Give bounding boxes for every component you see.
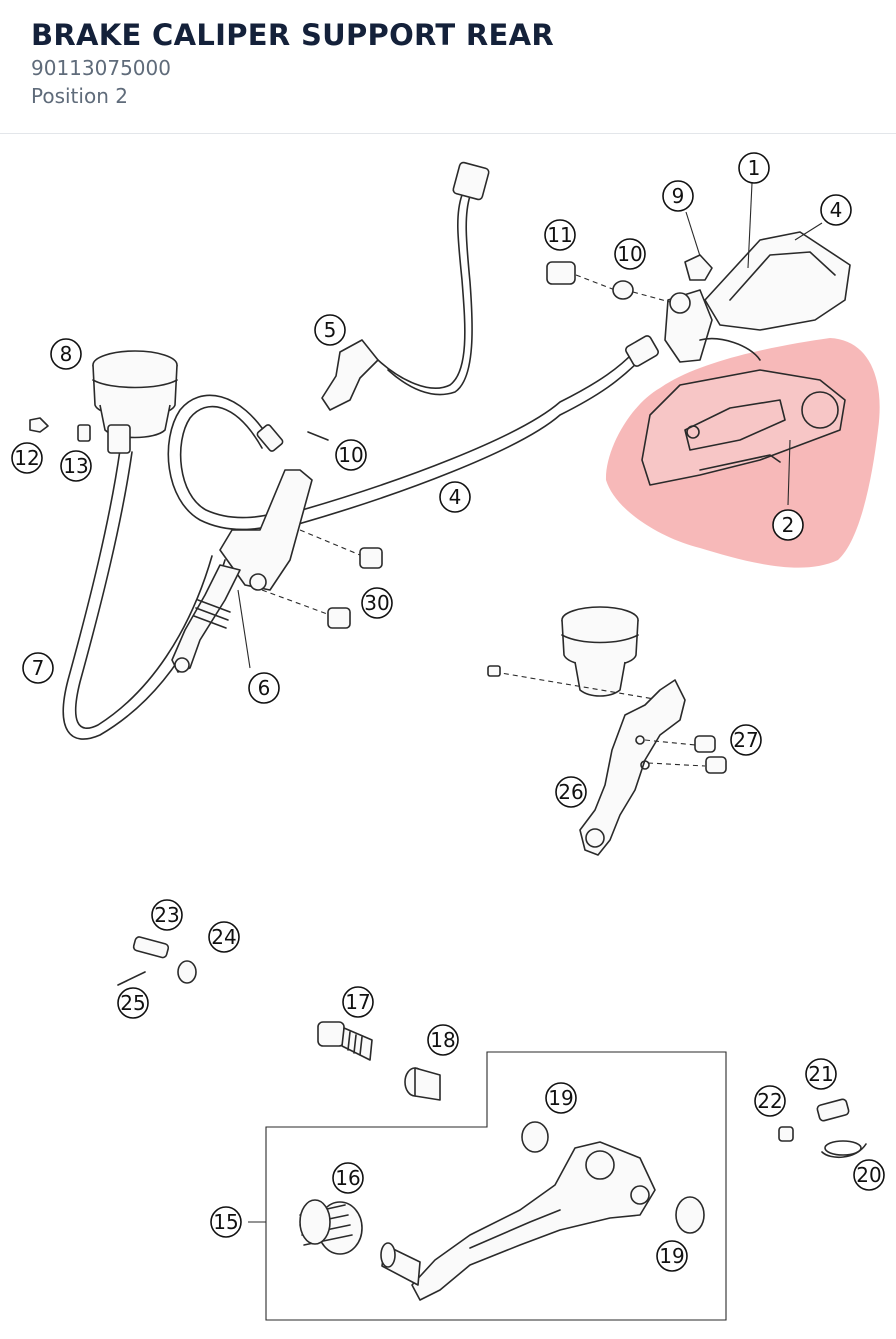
svg-text:4: 4 xyxy=(449,485,462,509)
callout-4[interactable]: 4 xyxy=(439,481,471,513)
brake-pedal-lever xyxy=(380,1141,656,1301)
rear-reservoir xyxy=(561,606,639,697)
svg-text:15: 15 xyxy=(213,1210,238,1234)
callout-11[interactable]: 11 xyxy=(544,219,576,251)
callout-3[interactable]: 4 xyxy=(820,194,852,226)
callout-19-upper[interactable]: 19 xyxy=(545,1082,577,1114)
bolts-27 xyxy=(644,735,727,774)
callout-30[interactable]: 30 xyxy=(361,587,393,619)
reservoir-hose-7 xyxy=(62,449,226,740)
bush-19-lower xyxy=(675,1196,705,1234)
svg-text:7: 7 xyxy=(32,656,45,680)
svg-text:1: 1 xyxy=(748,156,761,180)
pin-10-lower xyxy=(307,431,329,441)
callout-23[interactable]: 23 xyxy=(151,899,183,931)
clip-13 xyxy=(77,424,91,442)
callout-22[interactable]: 22 xyxy=(754,1085,786,1117)
callout-9[interactable]: 9 xyxy=(662,180,694,212)
bolt-21 xyxy=(816,1098,850,1122)
bracket-26 xyxy=(579,679,686,856)
bush-19-upper xyxy=(521,1121,549,1153)
svg-text:27: 27 xyxy=(733,728,758,752)
washer-24 xyxy=(177,960,197,984)
spring-16 xyxy=(299,1199,363,1255)
pin-25 xyxy=(117,971,146,986)
svg-text:22: 22 xyxy=(757,1089,782,1113)
callout-26[interactable]: 26 xyxy=(555,776,587,808)
callout-7[interactable]: 7 xyxy=(22,652,54,684)
svg-text:30: 30 xyxy=(364,591,389,615)
nut-22 xyxy=(778,1126,794,1142)
brake-caliper-1 xyxy=(664,231,851,363)
svg-text:4: 4 xyxy=(830,198,843,222)
svg-text:8: 8 xyxy=(60,342,73,366)
callout-1[interactable]: 1 xyxy=(738,152,770,184)
page-title: BRAKE CALIPER SUPPORT REAR xyxy=(31,18,554,52)
bolt-23 xyxy=(132,936,170,959)
callout-15[interactable]: 15 xyxy=(210,1206,242,1238)
callout-13[interactable]: 13 xyxy=(60,450,92,482)
svg-text:5: 5 xyxy=(324,318,337,342)
svg-text:2: 2 xyxy=(782,513,795,537)
callout-21[interactable]: 21 xyxy=(805,1058,837,1090)
spring-20 xyxy=(821,1140,867,1159)
screw-12 xyxy=(29,417,49,433)
position-label: Position 2 xyxy=(31,84,128,108)
svg-text:9: 9 xyxy=(672,184,685,208)
svg-text:12: 12 xyxy=(14,446,39,470)
svg-text:25: 25 xyxy=(120,991,145,1015)
svg-text:21: 21 xyxy=(808,1062,833,1086)
callout-17[interactable]: 17 xyxy=(342,986,374,1018)
callout-18[interactable]: 18 xyxy=(427,1024,459,1056)
brake-sensor-5 xyxy=(321,161,490,411)
svg-text:11: 11 xyxy=(547,223,572,247)
svg-text:6: 6 xyxy=(258,676,271,700)
bolt-30-upper xyxy=(299,529,383,569)
callout-20[interactable]: 20 xyxy=(853,1159,885,1191)
svg-text:23: 23 xyxy=(154,903,179,927)
pedal-assembly-frame xyxy=(265,1051,727,1321)
svg-text:16: 16 xyxy=(335,1166,360,1190)
svg-text:24: 24 xyxy=(211,925,236,949)
svg-text:10: 10 xyxy=(338,443,363,467)
callout-12[interactable]: 12 xyxy=(11,442,43,474)
callout-8[interactable]: 8 xyxy=(50,338,82,370)
callout-10-lower[interactable]: 10 xyxy=(335,439,367,471)
washer-10-upper xyxy=(612,280,634,300)
svg-text:13: 13 xyxy=(63,454,88,478)
callout-19-lower[interactable]: 19 xyxy=(656,1240,688,1272)
bleeder-valve-9 xyxy=(684,254,713,281)
page-header: BRAKE CALIPER SUPPORT REAR 90113075000 P… xyxy=(0,0,896,134)
svg-text:18: 18 xyxy=(430,1028,455,1052)
caliper-support-2[interactable] xyxy=(641,369,846,486)
svg-text:19: 19 xyxy=(659,1244,684,1268)
highlight-region[interactable] xyxy=(605,338,880,568)
bushing-18 xyxy=(404,1067,441,1101)
brake-hose-4 xyxy=(294,359,641,526)
callout-10-upper[interactable]: 10 xyxy=(614,238,646,270)
svg-text:26: 26 xyxy=(558,780,583,804)
bolt-30-lower xyxy=(261,589,351,629)
callout-27[interactable]: 27 xyxy=(730,724,762,756)
fluid-reservoir-8 xyxy=(92,350,178,454)
callout-5[interactable]: 5 xyxy=(314,314,346,346)
bolt-11 xyxy=(546,261,616,291)
callout-25[interactable]: 25 xyxy=(117,987,149,1019)
svg-text:10: 10 xyxy=(617,242,642,266)
callout-6[interactable]: 6 xyxy=(248,672,280,704)
svg-text:20: 20 xyxy=(856,1163,881,1187)
callout-2[interactable]: 2 xyxy=(772,509,804,541)
callout-24[interactable]: 24 xyxy=(208,921,240,953)
part-number: 90113075000 xyxy=(31,56,171,80)
exploded-parts-diagram: 1 4 9 11 10 2 5 8 10 12 13 4 30 7 6 27 2… xyxy=(0,135,896,1335)
bolt-17 xyxy=(317,1021,373,1061)
callout-16[interactable]: 16 xyxy=(332,1162,364,1194)
svg-text:19: 19 xyxy=(548,1086,573,1110)
master-cylinder-6 xyxy=(171,469,313,673)
diagram-canvas: 1 4 9 11 10 2 5 8 10 12 13 4 30 7 6 27 2… xyxy=(11,152,885,1321)
svg-text:17: 17 xyxy=(345,990,370,1014)
